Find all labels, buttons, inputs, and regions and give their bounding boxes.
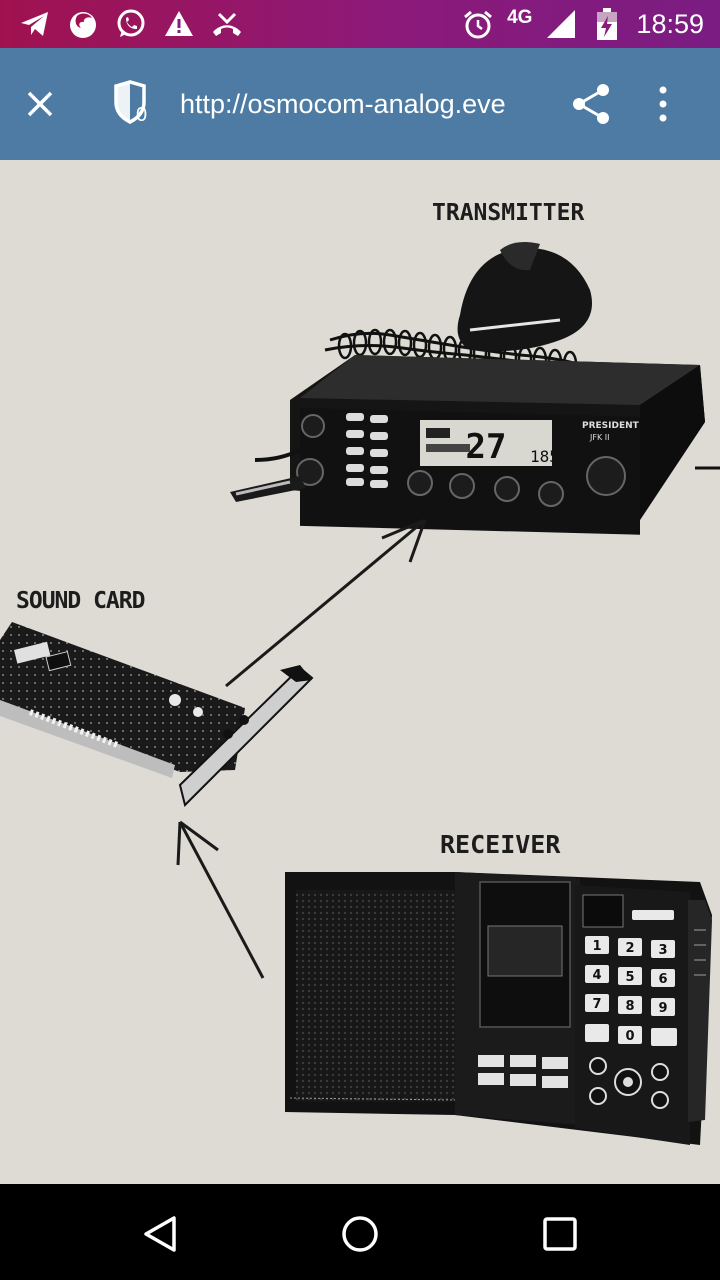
svg-text:6: 6 — [658, 972, 667, 987]
transmitter-illustration: 27 185 PRESIDENT JFK II — [230, 242, 720, 535]
transmitter-label: TRANSMITTER — [432, 200, 585, 226]
telegram-icon — [18, 7, 52, 41]
receiver-label: RECEIVER — [440, 830, 561, 859]
missed-call-icon — [210, 7, 244, 41]
more-vert-icon[interactable] — [648, 84, 678, 124]
arrow-receiver-to-card — [176, 820, 265, 979]
svg-text:8: 8 — [625, 999, 634, 1014]
svg-text:JFK II: JFK II — [589, 433, 609, 442]
network-type: 4G — [507, 7, 533, 28]
signal-icon — [544, 7, 578, 41]
sound-card-label: SOUND CARD — [16, 588, 145, 614]
warning-icon — [162, 7, 196, 41]
close-icon[interactable] — [20, 84, 60, 124]
svg-text:9: 9 — [658, 1001, 667, 1016]
battery-charging-icon — [590, 7, 624, 41]
status-bar: 4G 18:59 — [0, 0, 720, 48]
firefox-icon — [66, 7, 100, 41]
receiver-illustration: 1 2 3 4 5 6 7 8 9 0 — [285, 872, 712, 1145]
svg-text:7: 7 — [592, 997, 601, 1012]
tracker-count: 0 — [136, 104, 148, 126]
arrow-card-to-transmitter — [225, 518, 427, 688]
shield-icon[interactable]: 0 — [112, 80, 154, 130]
recents-icon[interactable] — [538, 1212, 582, 1256]
sound-card-illustration — [0, 622, 314, 807]
share-icon[interactable] — [570, 82, 614, 126]
home-icon[interactable] — [338, 1212, 382, 1256]
alarm-icon — [461, 7, 495, 41]
clock: 18:59 — [636, 8, 704, 39]
svg-text:0: 0 — [625, 1029, 634, 1044]
url-bar[interactable]: http://osmocom-analog.eve — [180, 84, 550, 124]
browser-toolbar: 0 http://osmocom-analog.eve — [0, 48, 720, 160]
svg-text:185: 185 — [530, 447, 559, 466]
whatsapp-icon — [114, 7, 148, 41]
svg-text:2: 2 — [625, 941, 634, 956]
navigation-bar — [0, 1184, 720, 1280]
diagram-illustration: 27 185 PRESIDENT JFK II — [0, 242, 720, 1145]
svg-text:5: 5 — [625, 970, 634, 985]
svg-text:4: 4 — [592, 968, 601, 983]
back-icon[interactable] — [138, 1212, 182, 1256]
svg-text:PRESIDENT: PRESIDENT — [582, 421, 640, 431]
svg-text:1: 1 — [592, 939, 601, 954]
svg-text:27: 27 — [466, 427, 507, 467]
svg-text:3: 3 — [658, 943, 667, 958]
page-content: 27 185 PRESIDENT JFK II — [0, 160, 720, 1184]
